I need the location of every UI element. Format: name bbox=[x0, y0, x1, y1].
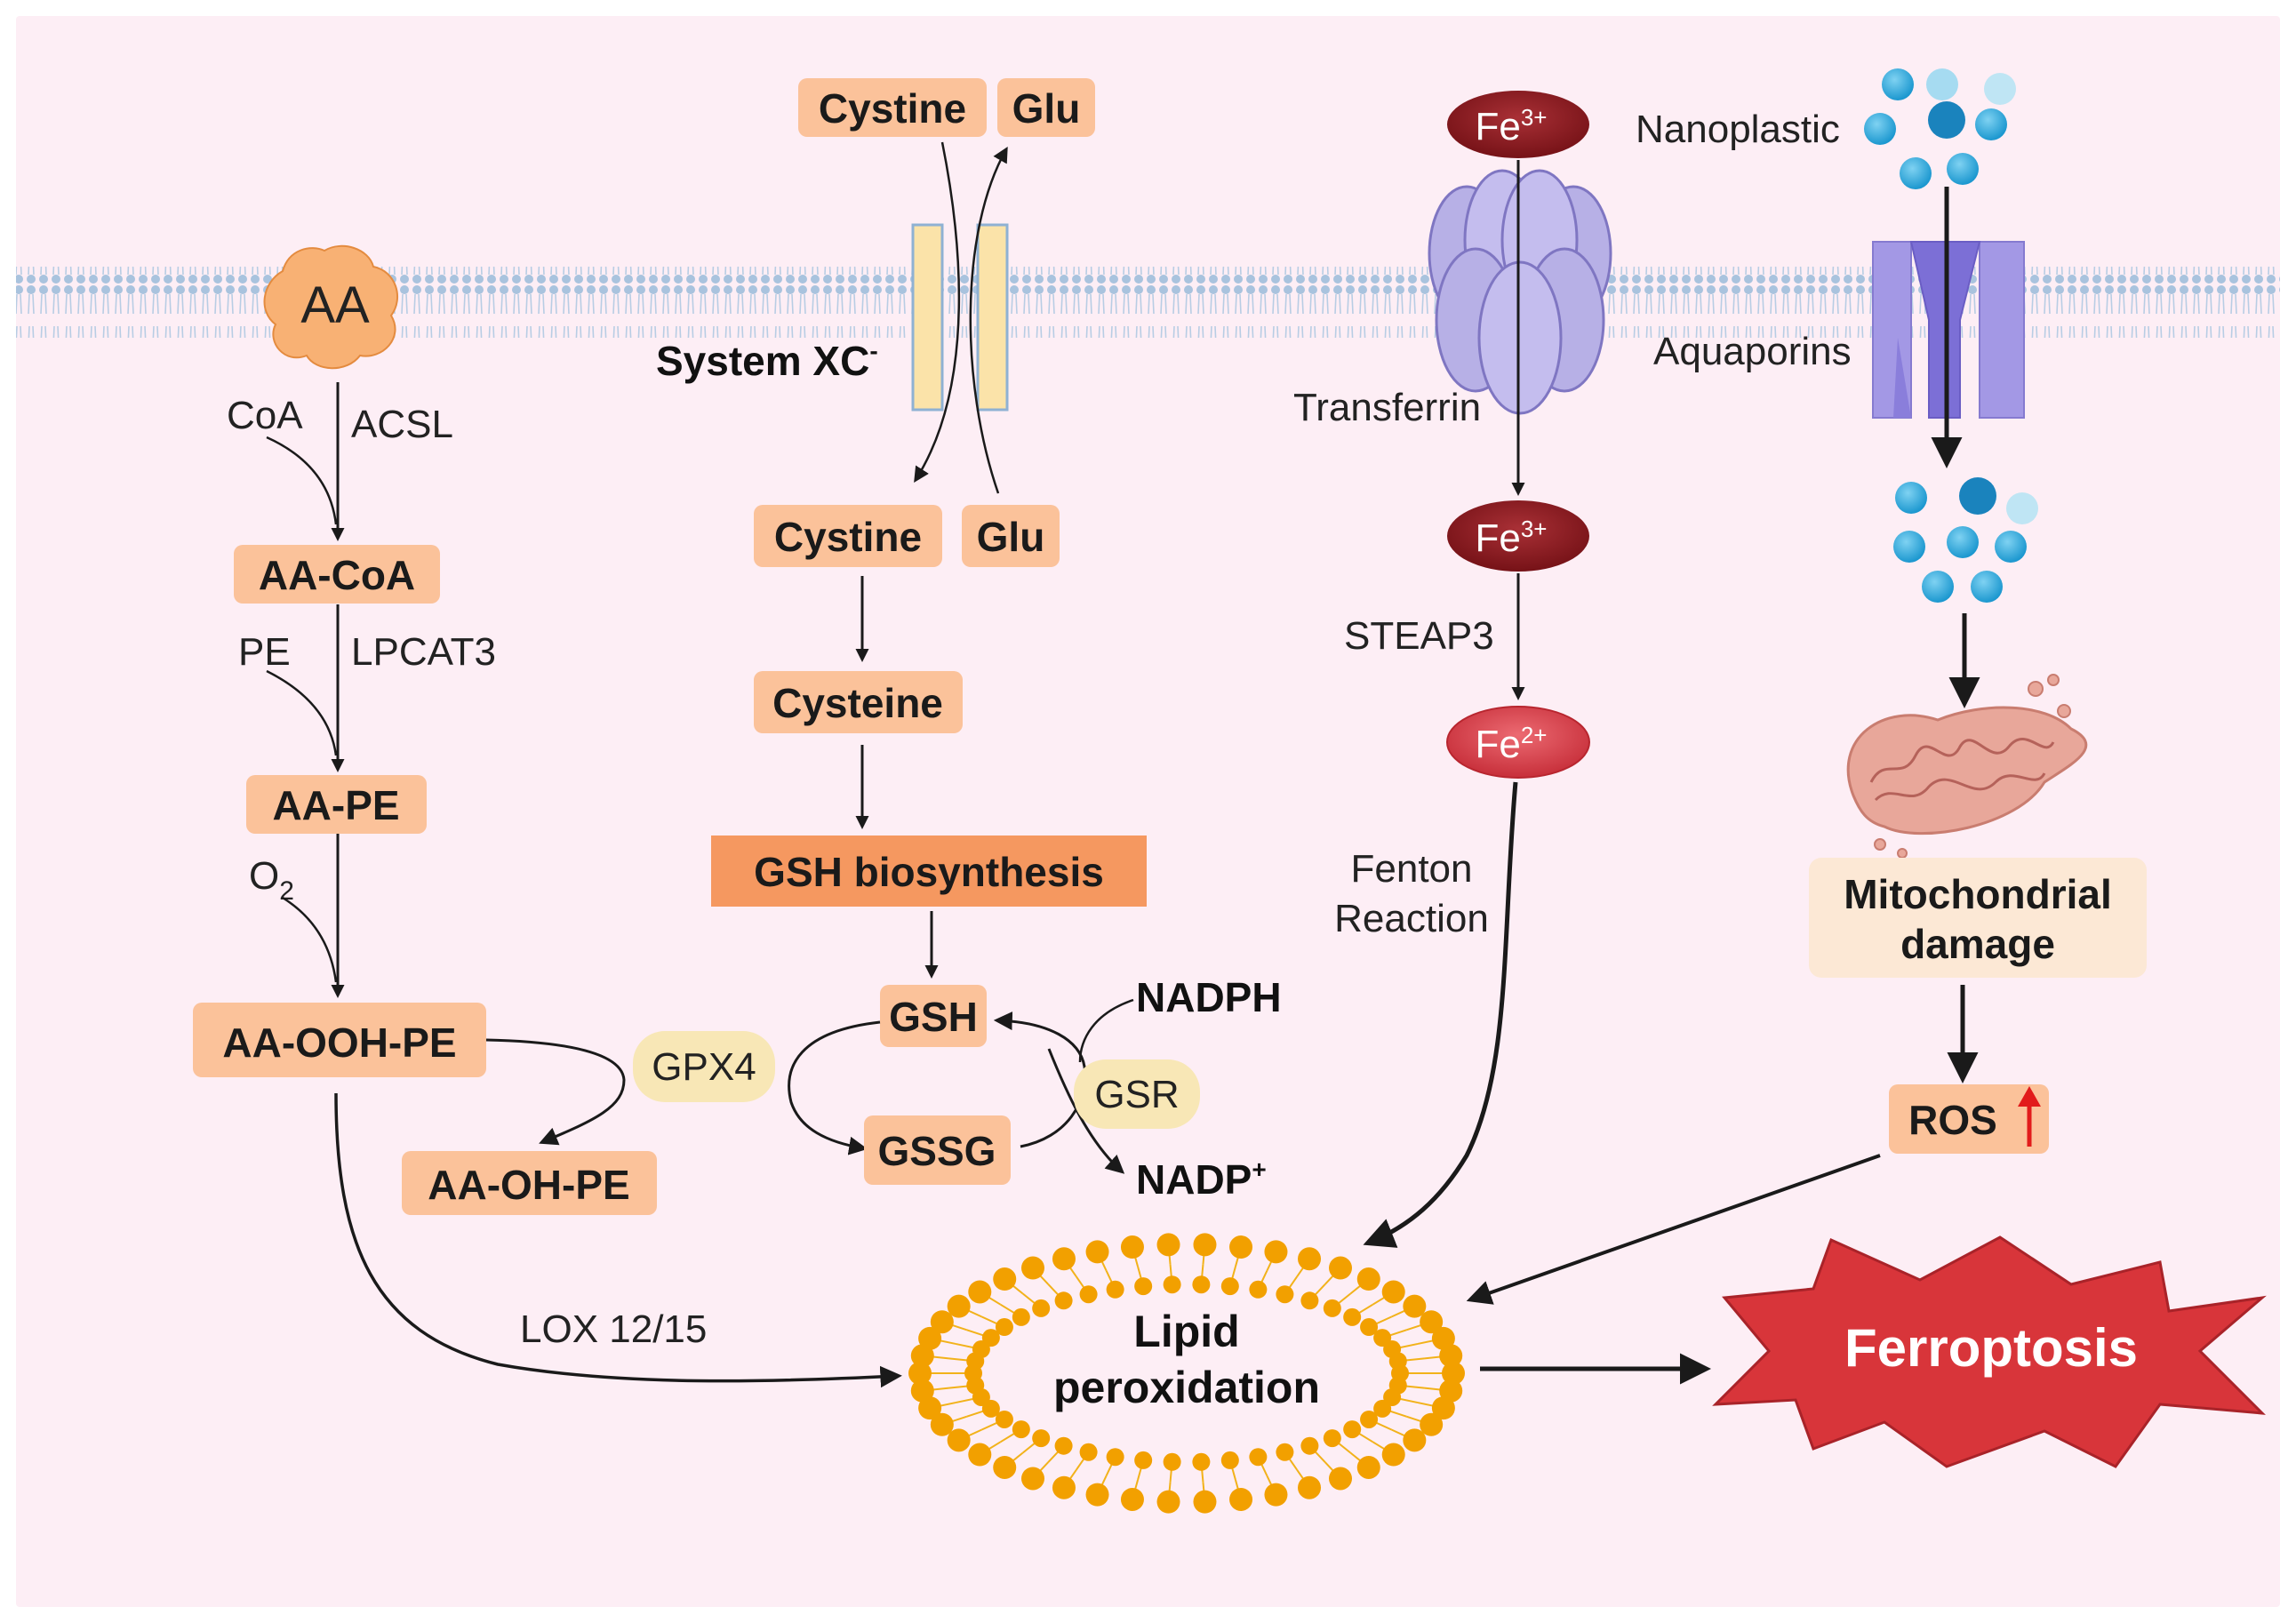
nanoplastic-particles-outside-icon bbox=[1864, 68, 2016, 189]
aa-label: AA bbox=[300, 276, 370, 334]
arrow-o2-join bbox=[282, 896, 338, 983]
cystine-inside-box bbox=[754, 505, 942, 567]
ros-box bbox=[1889, 1084, 2049, 1154]
ferroptosis-burst bbox=[1712, 1235, 2267, 1468]
lipid-peroxidation-line1: Lipid bbox=[1133, 1307, 1239, 1356]
lpcat3-label: LPCAT3 bbox=[351, 630, 496, 674]
mitochondrion-icon bbox=[1846, 674, 2088, 859]
ros-label: ROS bbox=[1908, 1097, 1997, 1143]
arrow-lox-to-lipid bbox=[334, 1092, 902, 1388]
fenton-label-line2: Reaction bbox=[1334, 897, 1489, 940]
aa-ooh-pe-label: AA-OOH-PE bbox=[222, 1019, 456, 1066]
fe3-outer-ion bbox=[1447, 91, 1589, 158]
ros-up-arrow-icon bbox=[2018, 1086, 2041, 1147]
nanoplastic-particles-inside-icon bbox=[1893, 477, 2038, 603]
arrow-coa-join bbox=[266, 436, 338, 525]
arrow-gsh-to-gssg bbox=[788, 1020, 881, 1155]
cysteine-box bbox=[754, 671, 963, 733]
gsh-box bbox=[880, 985, 987, 1047]
aa-oh-pe-label: AA-OH-PE bbox=[428, 1162, 629, 1208]
aa-pe-label: AA-PE bbox=[272, 782, 399, 828]
nanoplastic-label: Nanoplastic bbox=[1636, 108, 1840, 151]
aa-ooh-pe-box bbox=[193, 1003, 486, 1077]
glu-outside-box bbox=[997, 78, 1095, 137]
fe2-label: Fe2+ bbox=[1475, 722, 1547, 766]
arrow-pe-join bbox=[266, 669, 338, 756]
lox-label: LOX 12/15 bbox=[520, 1307, 707, 1351]
transferrin-label: Transferrin bbox=[1293, 386, 1481, 429]
aa-oh-pe-box bbox=[402, 1151, 657, 1215]
arrow-glu-out bbox=[969, 146, 1008, 494]
cystine-outside-label: Cystine bbox=[819, 85, 966, 132]
aa-coa-box bbox=[234, 545, 440, 604]
gssg-label: GSSG bbox=[878, 1128, 996, 1174]
nadp-label: NADP+ bbox=[1136, 1155, 1267, 1203]
nadph-label: NADPH bbox=[1136, 974, 1282, 1020]
gssg-box bbox=[864, 1115, 1011, 1185]
arrow-gssg-to-gsh bbox=[993, 1011, 1087, 1148]
cysteine-label: Cysteine bbox=[772, 680, 943, 726]
line-nadph bbox=[1078, 998, 1134, 1063]
glu-inside-box bbox=[962, 505, 1060, 567]
gsh-label: GSH bbox=[889, 994, 978, 1040]
aa-pe-box bbox=[246, 775, 427, 834]
arrow-aaoohpe-to-aaohpe bbox=[485, 1038, 626, 1146]
mitochondrial-damage-box bbox=[1809, 858, 2147, 978]
gsr-enzyme bbox=[1074, 1059, 1200, 1129]
glu-outside-label: Glu bbox=[1012, 85, 1081, 132]
fe3-outer-label: Fe3+ bbox=[1475, 104, 1547, 148]
aa-blob-icon bbox=[263, 244, 399, 370]
fe3-inner-label: Fe3+ bbox=[1475, 516, 1547, 560]
aa-coa-label: AA-CoA bbox=[259, 552, 415, 598]
cystine-inside-label: Cystine bbox=[774, 514, 922, 560]
cystine-outside-box bbox=[798, 78, 987, 137]
transferrin-receptor-icon bbox=[1428, 169, 1612, 415]
coa-label: CoA bbox=[227, 394, 303, 437]
ferroptosis-label: Ferroptosis bbox=[1844, 1318, 2138, 1378]
system-xc-label: System XC- bbox=[656, 337, 878, 384]
gsh-biosynthesis-label: GSH biosynthesis bbox=[754, 849, 1104, 895]
arrow-to-nadp bbox=[1047, 1048, 1125, 1174]
lipid-peroxidation-line2: peroxidation bbox=[1053, 1363, 1320, 1412]
system-xc-transporter-left bbox=[911, 223, 944, 412]
aquaporin-channel-icon bbox=[1872, 241, 2025, 419]
acsl-label: ACSL bbox=[351, 403, 453, 446]
aquaporins-label: Aquaporins bbox=[1653, 330, 1852, 373]
fe2-ion bbox=[1446, 706, 1590, 779]
mito-damage-line1: Mitochondrial bbox=[1844, 871, 2112, 917]
arrow-fenton-to-lipid bbox=[1363, 781, 1518, 1248]
steap3-label: STEAP3 bbox=[1344, 614, 1494, 658]
gsr-label: GSR bbox=[1094, 1073, 1179, 1116]
arrow-ros-to-lipid bbox=[1466, 1154, 1881, 1305]
gsh-biosynthesis-box bbox=[711, 835, 1147, 907]
fe3-inner-ion bbox=[1447, 500, 1589, 572]
lipid-bilayer-ring-icon bbox=[908, 1233, 1465, 1514]
gpx4-enzyme bbox=[633, 1031, 775, 1102]
arrow-cystine-in bbox=[914, 141, 961, 483]
pe-label: PE bbox=[238, 630, 291, 674]
glu-inside-label: Glu bbox=[977, 514, 1045, 560]
gpx4-label: GPX4 bbox=[652, 1045, 756, 1089]
system-xc-transporter-right bbox=[976, 223, 1009, 412]
mito-damage-line2: damage bbox=[1900, 921, 2055, 967]
fenton-label-line1: Fenton bbox=[1351, 847, 1473, 891]
